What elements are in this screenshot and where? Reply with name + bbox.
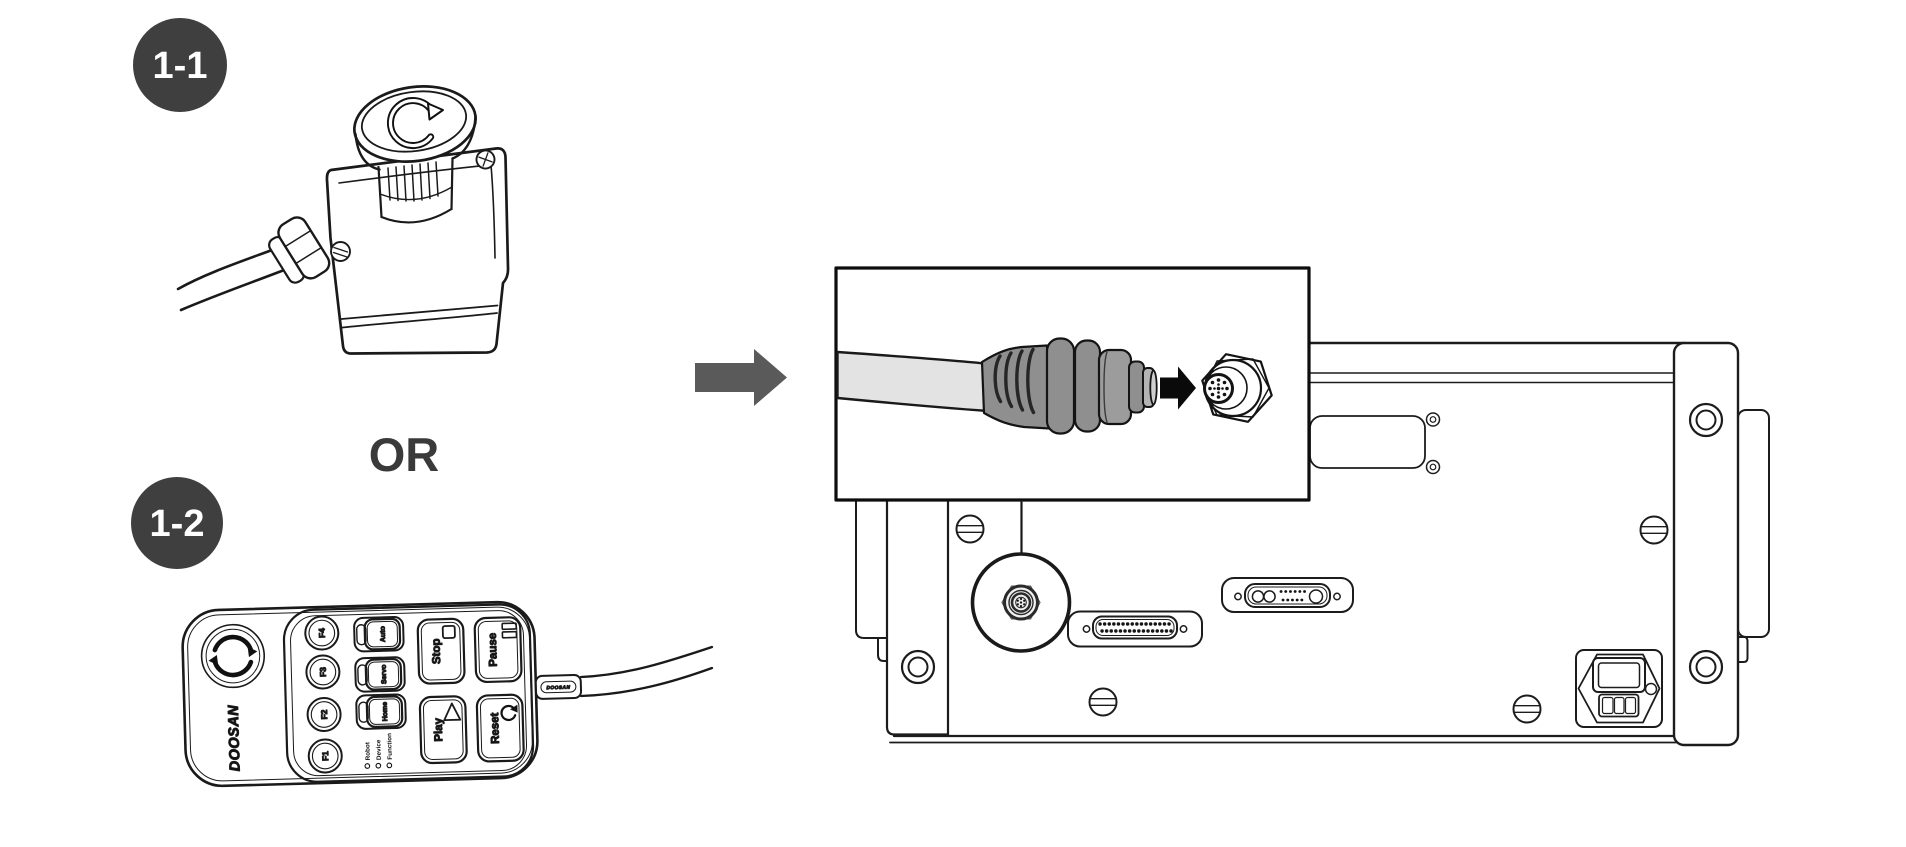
right-flange <box>1672 341 1740 747</box>
screw-icon <box>475 149 496 170</box>
screw-icon <box>330 241 351 262</box>
stop-button: Stop <box>416 617 466 685</box>
control-buttons: Stop Pause Play <box>416 616 525 765</box>
recessed-plate <box>1309 415 1426 469</box>
pause-button: Pause <box>473 616 523 684</box>
estop-port-socket <box>1201 353 1273 423</box>
auto-toggle: Auto <box>353 616 405 653</box>
servo-toggle: Servo <box>354 656 406 693</box>
pendant-estop-button <box>200 623 266 689</box>
cable-tag-label: DOOSAN <box>546 685 570 692</box>
pendant-cable <box>579 645 714 698</box>
badge-1-2-label: 1-2 <box>150 503 205 545</box>
home-toggle: Home <box>355 693 407 730</box>
f2-button: F2 <box>306 697 342 733</box>
led-robot: Robot <box>364 741 372 769</box>
db25-connector <box>1067 610 1203 648</box>
power-entry-module <box>1575 649 1663 728</box>
reset-arrow-icon <box>500 704 518 722</box>
led-device: Device <box>375 739 383 769</box>
status-led-labels: Robot Device Function <box>364 733 394 769</box>
play-button: Play <box>418 695 468 765</box>
svg-text:Auto: Auto <box>380 626 387 642</box>
step-badge-1-1: 1-1 <box>133 18 227 112</box>
badge-circle <box>133 18 227 112</box>
svg-text:Play: Play <box>433 717 446 742</box>
badge-1-1-label: 1-1 <box>153 45 208 87</box>
led-dot-icon <box>364 763 371 769</box>
estop-neck <box>377 157 454 224</box>
rotate-arrow-icon <box>387 97 444 150</box>
estop-box <box>325 147 510 355</box>
dsub-combo-connector <box>1221 577 1354 613</box>
fuse-drawer <box>1598 693 1640 718</box>
svg-text:F4: F4 <box>317 628 327 638</box>
step-badge-1-2: 1-2 <box>131 477 223 569</box>
svg-text:Device: Device <box>375 739 383 760</box>
port-callout <box>970 499 1072 653</box>
f3-button: F3 <box>305 654 341 690</box>
estop-port-connector <box>1001 584 1041 621</box>
flow-arrow-icon <box>695 349 787 406</box>
svg-text:Pause: Pause <box>487 633 500 667</box>
play-triangle-icon <box>443 702 462 722</box>
pendant-cable-connector: DOOSAN <box>534 674 583 700</box>
power-switch <box>1592 657 1646 693</box>
pause-bars-icon <box>501 622 518 631</box>
side-panel <box>1737 409 1770 638</box>
svg-text:F1: F1 <box>320 751 330 761</box>
pendant-brand-label: DOOSAN <box>226 704 244 771</box>
badge-circle <box>131 477 223 569</box>
led-dot-icon <box>375 762 382 769</box>
or-label: OR <box>369 428 440 481</box>
svg-text:Robot: Robot <box>364 741 372 760</box>
f4-button: F4 <box>304 615 340 651</box>
reset-button: Reset <box>475 693 525 763</box>
svg-text:F3: F3 <box>318 667 328 677</box>
pendant-device: DOOSAN F4 F3 F2 F1 <box>181 600 583 788</box>
cable-plug <box>980 337 1158 435</box>
screw-icon <box>955 514 1669 724</box>
led-function: Function <box>386 733 394 769</box>
cable-gland <box>268 216 331 284</box>
svg-text:Function: Function <box>386 733 394 760</box>
controller-box <box>855 341 1770 747</box>
inset-box <box>834 266 1311 502</box>
svg-text:Home: Home <box>382 702 390 722</box>
svg-text:F2: F2 <box>319 709 329 719</box>
flange-hole <box>900 649 936 685</box>
led-dot-icon <box>386 762 393 769</box>
left-flange <box>885 498 950 736</box>
stop-square-icon <box>441 624 456 640</box>
svg-text:Stop: Stop <box>431 638 444 664</box>
f1-button: F1 <box>307 738 343 774</box>
insert-arrow-icon <box>1160 366 1196 410</box>
socket-pins <box>1208 378 1229 399</box>
toggle-switches: Auto Servo Home <box>353 616 407 730</box>
keypad-panel <box>282 603 535 783</box>
flange-hole <box>1688 402 1724 685</box>
function-keys: F4 F3 F2 F1 <box>304 615 343 774</box>
svg-text:Reset: Reset <box>489 712 502 744</box>
estop-device <box>176 85 510 355</box>
estop-mushroom-cap <box>353 85 477 171</box>
svg-text:Servo: Servo <box>381 664 389 684</box>
pilot-hole <box>1425 412 1441 475</box>
